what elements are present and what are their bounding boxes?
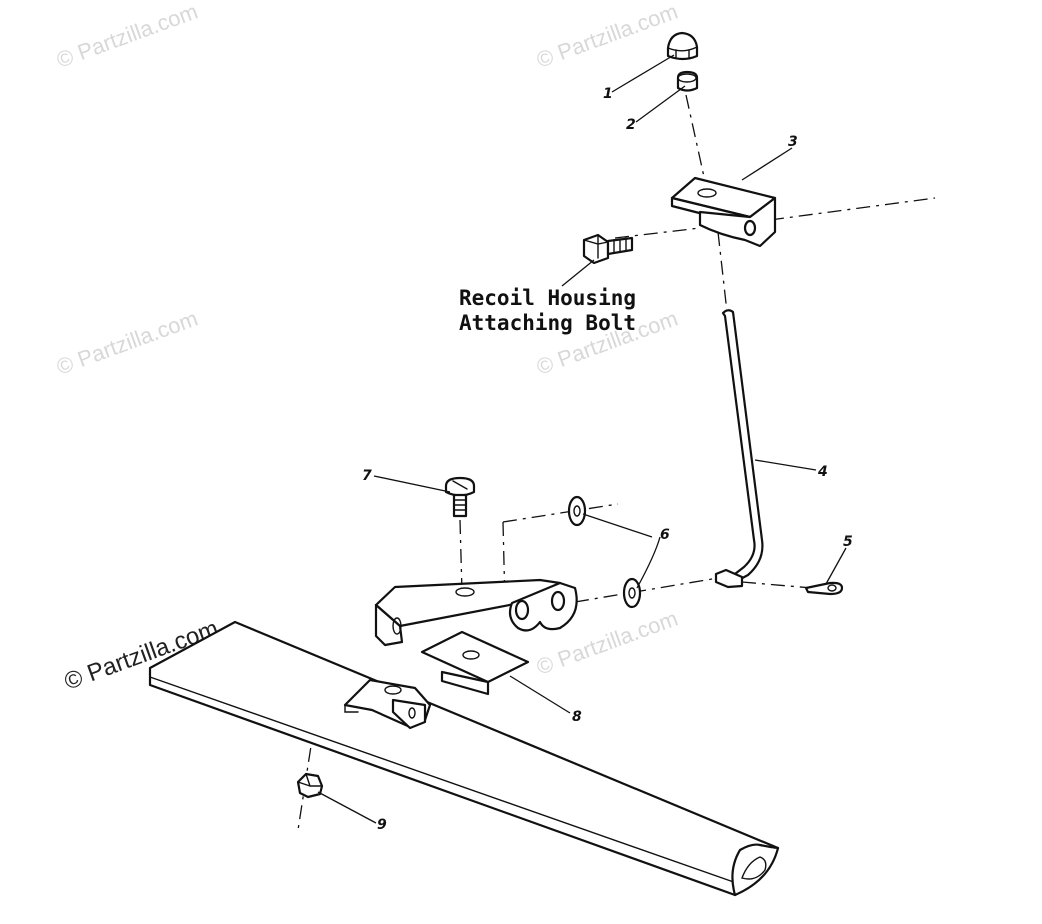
part-number-5: 5 bbox=[843, 534, 853, 550]
center-line bbox=[741, 581, 813, 589]
callout-line-2: Attaching Bolt bbox=[459, 311, 636, 335]
center-line bbox=[459, 519, 463, 593]
bracket-part-3 bbox=[670, 176, 777, 248]
part-number-8: 8 bbox=[572, 709, 582, 725]
part-number-3: 3 bbox=[788, 134, 798, 150]
center-line bbox=[685, 94, 709, 196]
recoil-housing-callout: Recoil Housing Attaching Bolt bbox=[459, 286, 636, 335]
cap-nut-part-1 bbox=[666, 31, 699, 61]
screw-part-7 bbox=[444, 476, 476, 518]
center-line bbox=[769, 197, 936, 221]
part-number-labels: 1 2 3 4 5 6 7 8 9 bbox=[362, 86, 853, 833]
part-number-1: 1 bbox=[603, 86, 613, 102]
nut-part-9 bbox=[296, 772, 324, 799]
part-number-2: 2 bbox=[626, 117, 636, 133]
cotter-pin-part-5 bbox=[804, 581, 844, 596]
part-number-7: 7 bbox=[362, 468, 372, 484]
part-number-9: 9 bbox=[377, 817, 387, 833]
leader-lines bbox=[317, 54, 847, 824]
watermark-text: © Partzilla.com bbox=[53, 306, 201, 380]
clamp-block bbox=[343, 678, 432, 730]
recoil-housing-bolt bbox=[582, 233, 634, 265]
washers-part-6 bbox=[567, 495, 642, 609]
callout-line-1: Recoil Housing bbox=[459, 286, 636, 310]
linkage-rod-part-4 bbox=[714, 231, 764, 589]
part-number-4: 4 bbox=[817, 464, 828, 480]
slide-plate-part-8 bbox=[420, 630, 530, 696]
center-line bbox=[614, 227, 701, 239]
watermarks: © Partzilla.com © Partzilla.com © Partzi… bbox=[53, 0, 681, 696]
center-line bbox=[574, 577, 719, 603]
tunnel-crossbar bbox=[148, 620, 780, 897]
lock-washer-part-2 bbox=[676, 70, 699, 92]
part-number-6: 6 bbox=[660, 527, 670, 543]
center-line bbox=[502, 503, 619, 523]
watermark-text: © Partzilla.com bbox=[533, 0, 681, 73]
pivot-bracket-assembly bbox=[374, 578, 578, 647]
watermark-text: © Partzilla.com bbox=[53, 0, 201, 73]
